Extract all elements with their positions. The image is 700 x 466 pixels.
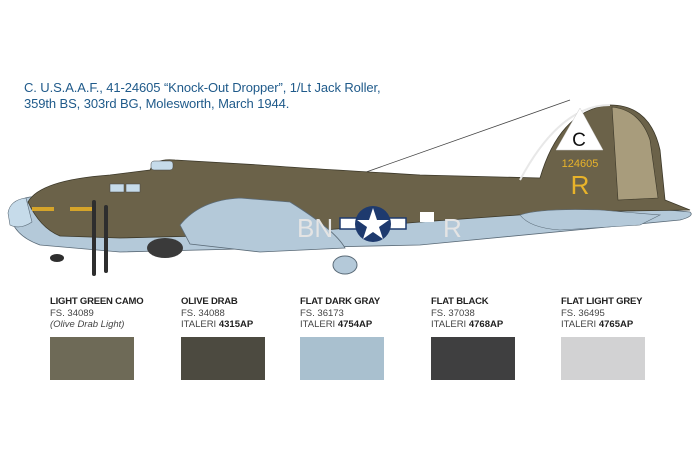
tail-rudder [611, 106, 659, 201]
horizontal-stabilizer [519, 209, 662, 231]
cockpit-window [109, 183, 125, 193]
caption-line-1: C. U.S.A.A.F., 41-24605 “Knock-Out Dropp… [24, 80, 381, 95]
b17-aircraft-profile: C 124605 R BN R [7, 99, 692, 276]
fuselage-letter: R [443, 213, 462, 243]
fuselage-code: BN [297, 213, 333, 243]
swatch-flat-dark-gray: FLAT DARK GRAY FS. 36173 ITALERI 4754AP [300, 296, 420, 380]
profile-caption: C. U.S.A.A.F., 41-24605 “Knock-Out Dropp… [24, 80, 381, 112]
swatch-flat-black: FLAT BLACK FS. 37038 ITALERI 4768AP [431, 296, 551, 380]
color-chip [561, 337, 645, 380]
caption-line-2: 359th BS, 303rd BG, Molesworth, March 19… [24, 96, 290, 111]
swatch-light-green-camo: LIGHT GREEN CAMO FS. 34089 (Olive Drab L… [50, 296, 170, 380]
swatch-flat-light-grey: FLAT LIGHT GREY FS. 36495 ITALERI 4765AP [561, 296, 681, 380]
main-landing-gear [147, 238, 183, 258]
top-turret [150, 160, 174, 171]
propeller [92, 200, 96, 276]
nose-wheel [50, 254, 64, 262]
cockpit-window [125, 183, 141, 193]
tail-group-triangle [555, 107, 604, 151]
swatch-olive-drab: OLIVE DRAB FS. 34088 ITALERI 4315AP [181, 296, 301, 380]
nose-glazing [7, 197, 33, 228]
wing [179, 197, 346, 253]
color-chip [50, 337, 134, 380]
tail-serial: 124605 [562, 158, 599, 170]
national-insignia [339, 206, 407, 242]
tail-letter: R [571, 170, 590, 200]
color-chip [300, 337, 384, 380]
tail-group-letter: C [572, 130, 586, 151]
propeller [104, 205, 108, 273]
tail-wheel [332, 255, 358, 275]
color-chip [431, 337, 515, 380]
color-chip [181, 337, 265, 380]
